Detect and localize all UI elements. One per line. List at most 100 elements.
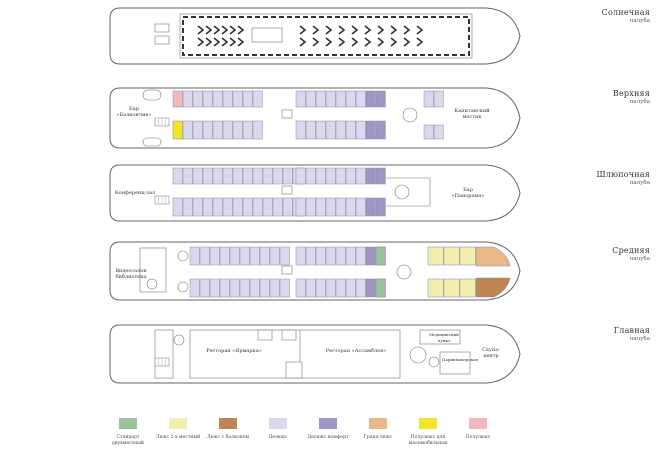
middle-deluxe-2-cabin xyxy=(325,246,336,266)
middle-lux-2-cabin xyxy=(427,278,444,298)
main-service-2 xyxy=(281,329,297,341)
middle-deluxe-4-cabin xyxy=(295,278,306,298)
boat-deluxe-2-cabin xyxy=(305,167,316,185)
upper-deluxe-bow-2-cabin xyxy=(423,124,434,140)
middle-deluxe-4-cabin xyxy=(355,278,366,298)
deck-label-upper: Верхняя палуба xyxy=(613,89,650,105)
middle-lux-balcony xyxy=(475,277,511,298)
boat-deluxe-cabin xyxy=(212,167,223,185)
upper-polulux-cabin xyxy=(172,90,183,108)
middle-lift xyxy=(396,264,412,280)
boat-deluxe-cabin xyxy=(232,167,243,185)
sun-lounger xyxy=(416,25,424,35)
room-video-library: Видеосалон библиотека xyxy=(115,268,147,280)
sun-stair-2 xyxy=(154,35,170,45)
room-captain-salon: Капитанский мостик xyxy=(454,108,490,120)
upper-deluxe-2-cabin xyxy=(315,90,326,108)
legend-swatch xyxy=(169,418,187,429)
sun-lounger xyxy=(205,37,213,47)
middle-lux-cabin xyxy=(427,246,444,266)
legend-swatch xyxy=(319,418,337,429)
boat-deluxe-2-cabin xyxy=(325,167,336,185)
upper-deluxe-3-cabin xyxy=(295,120,306,140)
upper-deluxe-lower-cabin xyxy=(182,120,193,140)
upper-deluxe-lower-cabin xyxy=(242,120,253,140)
boat-deluxe-3-cabin xyxy=(272,197,283,217)
upper-deluxe-lower-cabin xyxy=(252,120,263,140)
legend-swatch xyxy=(369,418,387,429)
upper-bench xyxy=(142,89,162,101)
sun-lounger xyxy=(237,37,245,47)
middle-deluxe-4-cabin xyxy=(345,278,356,298)
middle-lux-2-cabin xyxy=(459,278,476,298)
sun-lounger xyxy=(364,37,372,47)
boat-deluxe-4-cabin xyxy=(305,197,316,217)
upper-deluxe-2-cabin xyxy=(335,90,346,108)
boat-deluxe-2-cabin xyxy=(335,167,346,185)
sun-lounger xyxy=(390,37,398,47)
sun-lounger xyxy=(299,37,307,47)
upper-deluxe-lower-cabin xyxy=(222,120,233,140)
upper-deluxe-2-cabin xyxy=(345,90,356,108)
boat-deluxe-cabin xyxy=(172,167,183,185)
sun-lounger xyxy=(325,25,333,35)
upper-deluxe-3-cabin xyxy=(305,120,316,140)
middle-deluxe-3-cabin xyxy=(279,278,290,298)
sun-lounger xyxy=(213,25,221,35)
upper-deluxe-3-cabin xyxy=(355,120,366,140)
boat-deluxe-4-cabin xyxy=(335,197,346,217)
middle-deluxe-4-cabin xyxy=(325,278,336,298)
upper-disabled-cabin xyxy=(172,120,183,140)
main-fire-icon xyxy=(173,334,185,346)
boat-deluxe-3-cabin xyxy=(202,197,213,217)
sun-lounger xyxy=(221,37,229,47)
middle-deluxe-4-cabin xyxy=(305,278,316,298)
legend-label: Гранд-люкс xyxy=(363,435,393,440)
middle-grand-lux xyxy=(475,246,511,267)
sun-lounger xyxy=(416,37,424,47)
sun-deck-dashed-border xyxy=(182,16,470,56)
room-bar-panorama: Бар «Панорама» xyxy=(451,187,485,199)
legend-swatch xyxy=(219,418,237,429)
legend-label: Люкс 2-х местный xyxy=(155,435,201,440)
middle-deluxe-3-cabin xyxy=(199,278,210,298)
main-lift xyxy=(409,346,427,364)
middle-deluxe-4-cabin xyxy=(315,278,326,298)
middle-deluxe-cabin xyxy=(249,246,260,266)
deck-label-main: Главная палуба xyxy=(614,326,650,342)
upper-deluxe-2-cabin xyxy=(305,90,316,108)
middle-deluxe-3-cabin xyxy=(189,278,200,298)
upper-deluxe-2-cabin xyxy=(355,90,366,108)
middle-deluxe-cabin xyxy=(199,246,210,266)
upper-deluxe-bow-2-cabin xyxy=(433,124,444,140)
middle-lux-cabin xyxy=(459,246,476,266)
middle-deluxe-comfort-cabin xyxy=(365,246,376,266)
middle-stair xyxy=(281,265,293,275)
sun-deck-area xyxy=(179,13,473,59)
middle-deluxe-cabin xyxy=(279,246,290,266)
boat-deluxe-3-cabin xyxy=(192,197,203,217)
boat-deluxe-3-cabin xyxy=(252,197,263,217)
middle-deluxe-cabin xyxy=(269,246,280,266)
deck-word: палуба xyxy=(629,18,650,24)
room-sauna: Сауна-центр xyxy=(482,347,500,359)
sun-lounger xyxy=(403,25,411,35)
middle-deluxe-4-cabin xyxy=(335,278,346,298)
middle-deluxe-3-cabin xyxy=(249,278,260,298)
boat-deluxe-cabin xyxy=(182,167,193,185)
sun-deck-pool xyxy=(251,27,283,43)
boat-deluxe-4-cabin xyxy=(355,197,366,217)
upper-deluxe-comfort-2-cabin xyxy=(365,120,376,140)
deck-name: Верхняя xyxy=(612,89,650,98)
sun-lounger xyxy=(351,37,359,47)
sun-lounger xyxy=(390,25,398,35)
deck-name: Средняя xyxy=(612,246,650,255)
sun-lounger xyxy=(338,37,346,47)
boat-deluxe-comfort-cabin xyxy=(365,167,376,185)
middle-fire-icon-3 xyxy=(146,278,158,290)
sun-stair xyxy=(154,23,170,33)
boat-deluxe-4-cabin xyxy=(325,197,336,217)
boat-deluxe-cabin xyxy=(222,167,233,185)
